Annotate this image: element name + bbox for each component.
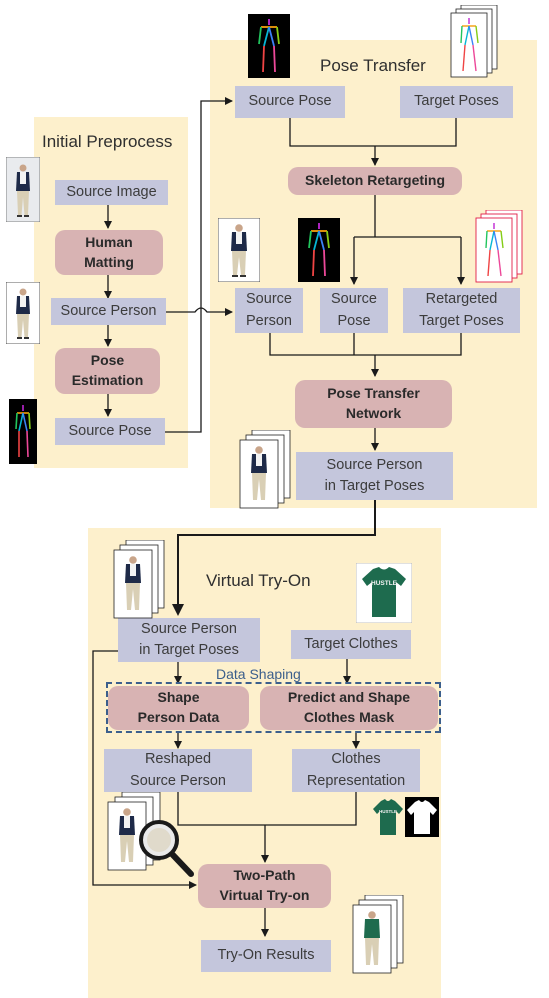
predict-shape-mask-process: Predict and Shape Clothes Mask: [260, 686, 438, 730]
pt-source-pose-2-skeleton-thumbnail: [298, 218, 340, 282]
source-pose-skeleton-thumbnail: [9, 399, 37, 464]
pt-output-label: Source Person in Target Poses: [296, 452, 453, 500]
to-source-person-stack-thumbnail: [113, 540, 165, 619]
source-image-thumbnail: [6, 157, 40, 222]
virtual-try-on-title: Virtual Try-On: [206, 571, 311, 590]
source-person-label: Source Person: [51, 298, 166, 325]
target-poses-label: Target Poses: [400, 86, 513, 118]
clothes-mask-thumbnail: [405, 797, 439, 837]
pose-transfer-title: Pose Transfer: [320, 56, 426, 75]
pt-source-pose-2-label: Source Pose: [320, 288, 388, 333]
pt-source-person-label: Source Person: [235, 288, 303, 333]
initial-preprocess-title: Initial Preprocess: [42, 132, 173, 151]
try-on-results-stack-thumbnail: [352, 895, 404, 974]
shirt-small-print-text: HUSTLE: [379, 809, 397, 814]
shirt-print-text: HUSTLE: [371, 580, 398, 587]
source-image-label: Source Image: [55, 180, 168, 205]
pt-source-pose-label: Source Pose: [235, 86, 345, 118]
target-clothes-label: Target Clothes: [291, 630, 411, 659]
magnifier-icon: [139, 820, 194, 877]
pt-source-person-thumbnail: [218, 218, 260, 282]
skeleton-retargeting-process: Skeleton Retargeting: [288, 167, 462, 195]
two-path-try-on-process: Two-Path Virtual Try-on: [198, 864, 331, 908]
human-matting-process: Human Matting: [55, 230, 163, 275]
pt-source-pose-skeleton-thumbnail: [248, 14, 290, 78]
pose-transfer-network-process: Pose Transfer Network: [295, 380, 452, 428]
source-pose-label: Source Pose: [55, 418, 165, 445]
to-source-person-label: Source Person in Target Poses: [118, 618, 260, 662]
reshaped-source-person-label: Reshaped Source Person: [104, 749, 252, 792]
retargeted-poses-stack-thumbnail: [475, 210, 523, 283]
data-shaping-box: [106, 682, 441, 733]
clothes-shirt-small-thumbnail: HUSTLE: [373, 799, 403, 835]
pose-estimation-process: Pose Estimation: [55, 348, 160, 394]
target-poses-stack-thumbnail: [450, 5, 498, 78]
pt-output-person-stack-thumbnail: [239, 430, 291, 509]
data-shaping-label: Data Shaping: [216, 666, 301, 682]
try-on-results-label: Try-On Results: [201, 940, 331, 972]
clothes-representation-label: Clothes Representation: [292, 749, 420, 792]
shape-person-data-process: Shape Person Data: [108, 686, 249, 730]
target-clothes-shirt-thumbnail: HUSTLE: [356, 563, 412, 623]
retargeted-poses-label: Retargeted Target Poses: [403, 288, 520, 333]
source-person-thumbnail: [6, 282, 40, 344]
